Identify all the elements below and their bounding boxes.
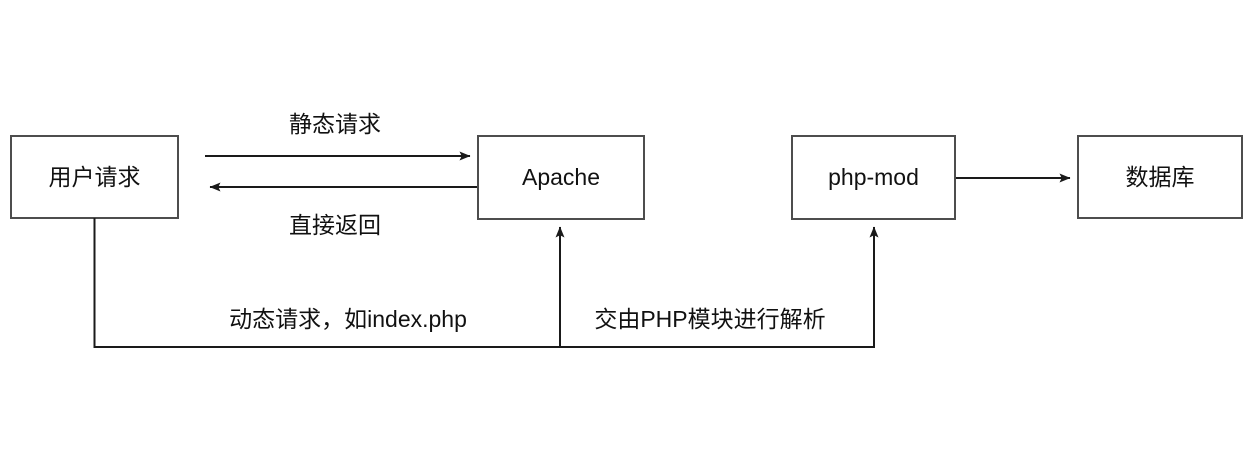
node-apache-label: Apache (522, 164, 600, 190)
node-apache[interactable]: Apache (477, 135, 645, 220)
node-user-request-box[interactable] (10, 135, 179, 219)
edge-php-parse-line (560, 226, 879, 348)
node-user-request-label: 用户请求 (49, 164, 141, 190)
node-database[interactable]: 数据库 (1077, 135, 1243, 219)
node-php-mod-box[interactable] (791, 135, 956, 220)
edge-static-request: 静态请求 (205, 111, 471, 161)
node-php-mod[interactable]: php-mod (791, 135, 956, 220)
edge-php-parse: 交由PHP模块进行解析 (560, 226, 879, 348)
node-database-box[interactable] (1077, 135, 1243, 219)
edge-direct-return: 直接返回 (209, 182, 477, 238)
edge-static-request-label: 静态请求 (289, 111, 381, 137)
node-user-request[interactable]: 用户请求 (10, 135, 179, 219)
node-apache-box[interactable] (477, 135, 645, 220)
node-database-label: 数据库 (1126, 164, 1195, 190)
edge-php-parse-label: 交由PHP模块进行解析 (594, 306, 825, 332)
edge-direct-return-label: 直接返回 (289, 212, 381, 238)
edge-dynamic-request-line (93, 218, 565, 348)
node-php-mod-label: php-mod (828, 164, 919, 190)
edge-dynamic-request: 动态请求，如index.php (93, 218, 565, 348)
edge-dynamic-request-label: 动态请求，如index.php (229, 306, 467, 332)
